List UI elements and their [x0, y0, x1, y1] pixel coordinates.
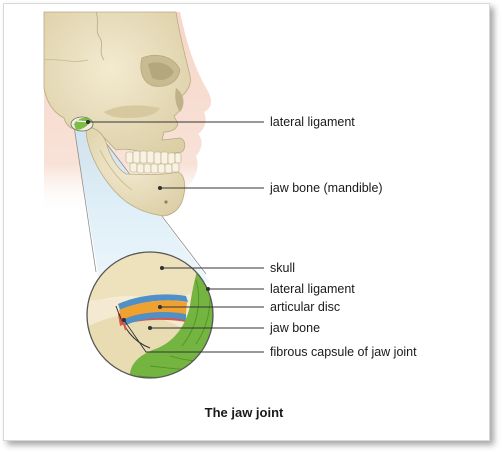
mandible-drawing	[85, 127, 186, 217]
leader-fibrous-capsule	[123, 319, 264, 353]
inset-magnified-view	[86, 251, 214, 379]
label-lateral-ligament-head: lateral ligament	[270, 115, 355, 129]
jaw-joint-highlight	[70, 116, 94, 132]
label-fibrous-capsule: fibrous capsule of jaw joint	[270, 345, 417, 359]
label-lateral-ligament-inset: lateral ligament	[270, 282, 355, 296]
leader-lines	[85, 119, 264, 353]
figure-caption: The jaw joint	[204, 405, 284, 420]
label-skull: skull	[270, 261, 296, 275]
label-jaw-bone-mandible: jaw bone (mandible)	[270, 181, 383, 195]
label-articular-disc: articular disc	[270, 300, 341, 314]
label-jaw-bone: jaw bone	[270, 321, 321, 335]
